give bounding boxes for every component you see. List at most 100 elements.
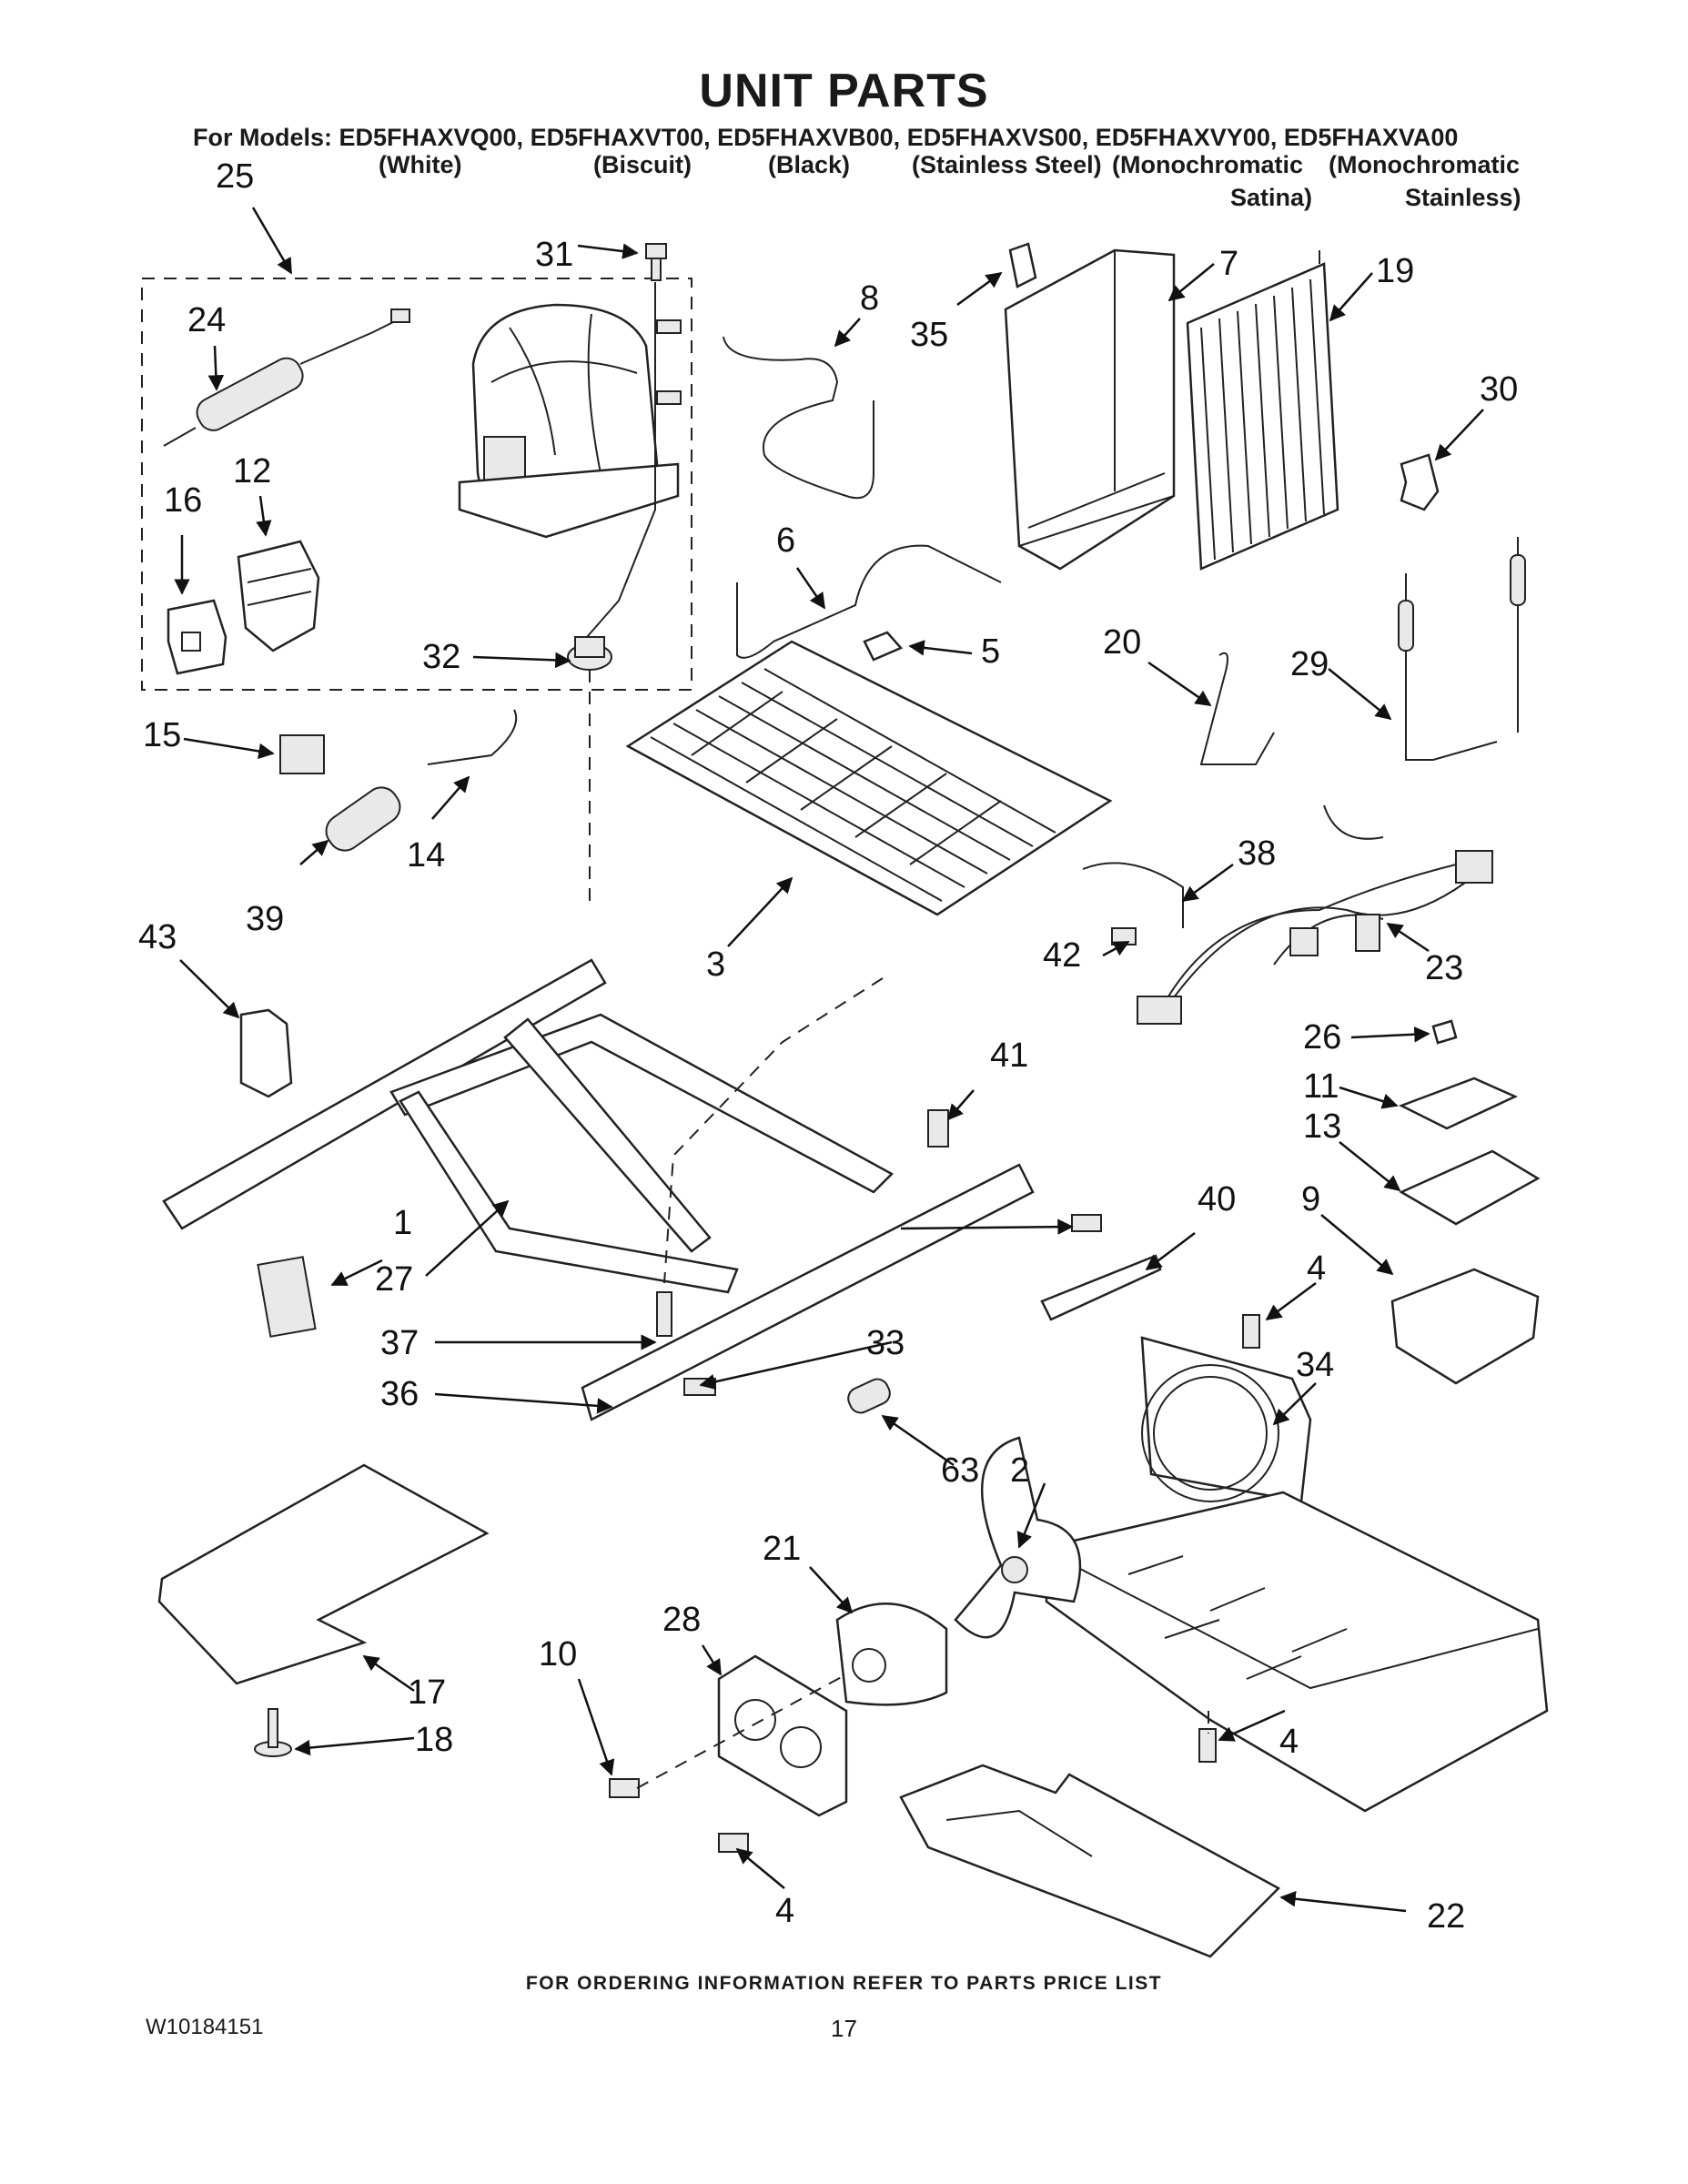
part-26	[1431, 1019, 1458, 1045]
callout-36: 36	[380, 1375, 419, 1413]
callout-39: 39	[246, 900, 284, 938]
page-title: UNIT PARTS	[699, 65, 989, 117]
callout-23: 23	[1425, 949, 1463, 987]
callout-6: 6	[776, 521, 795, 560]
clip-30	[1400, 453, 1440, 511]
callout-4-lower: 4	[775, 1892, 794, 1930]
callout-37: 37	[380, 1324, 419, 1362]
grommet	[567, 636, 612, 671]
variant-stainless: Stainless)	[1405, 184, 1521, 211]
callout-24: 24	[187, 301, 226, 339]
callout-22: 22	[1427, 1897, 1465, 1936]
callout-43: 43	[138, 918, 177, 956]
variant-monochromatic-1: (Monochromatic	[1112, 151, 1304, 178]
callout-4-upper: 4	[1307, 1249, 1326, 1288]
clip-35	[1008, 242, 1037, 288]
screw-4-lower	[718, 1833, 749, 1853]
motor-bracket	[717, 1654, 848, 1817]
callout-13: 13	[1303, 1107, 1341, 1146]
variant-monochromatic-2: (Monochromatic	[1329, 151, 1521, 178]
clip-5	[863, 631, 904, 662]
callout-33: 33	[866, 1324, 905, 1362]
compressor-group-box	[141, 278, 692, 691]
callout-29: 29	[1290, 645, 1329, 683]
callout-17: 17	[408, 1673, 446, 1712]
callout-4-right: 4	[1279, 1723, 1299, 1761]
variant-satina: Satina)	[1230, 184, 1313, 211]
variant-biscuit: (Biscuit)	[593, 151, 692, 178]
callout-18: 18	[415, 1721, 453, 1759]
callout-7: 7	[1219, 245, 1238, 283]
callout-31: 31	[535, 236, 573, 274]
screw-42	[1111, 927, 1137, 945]
callout-42: 42	[1043, 936, 1081, 975]
drain-pan	[899, 1764, 1281, 1958]
callout-11: 11	[1303, 1067, 1339, 1106]
ordering-note: FOR ORDERING INFORMATION REFER TO PARTS …	[525, 1973, 1163, 1994]
callout-35: 35	[910, 316, 948, 354]
bracket-43	[239, 1008, 293, 1098]
callout-5: 5	[981, 632, 1000, 671]
pad-1	[257, 1256, 317, 1338]
tube-6	[736, 544, 1002, 659]
filter-drier	[163, 308, 410, 447]
screw-36	[683, 1378, 716, 1396]
screw-10	[609, 1778, 640, 1798]
callout-38: 38	[1238, 834, 1276, 873]
screw-37	[656, 1291, 672, 1337]
callout-9: 9	[1301, 1180, 1320, 1218]
overload	[167, 599, 227, 675]
hanger-20	[1199, 652, 1275, 765]
callout-2: 2	[1010, 1451, 1029, 1490]
box-9	[1390, 1268, 1540, 1385]
callout-21: 21	[763, 1530, 801, 1568]
connector-63	[847, 1378, 891, 1414]
callout-16: 16	[164, 481, 202, 520]
control-cover-11	[1398, 1077, 1519, 1130]
condenser	[1186, 250, 1339, 571]
callout-19: 19	[1376, 252, 1414, 290]
callout-32: 32	[422, 638, 460, 676]
screw-4-right	[1198, 1728, 1217, 1763]
callout-15: 15	[143, 716, 181, 754]
callout-28: 28	[662, 1601, 701, 1639]
part-15	[279, 734, 325, 774]
tie-40	[1040, 1254, 1162, 1321]
callout-27: 27	[375, 1260, 413, 1299]
tube-39	[325, 786, 401, 852]
callout-3: 3	[706, 945, 725, 984]
screw-31	[645, 243, 667, 281]
callout-40: 40	[1198, 1180, 1236, 1218]
callout-12: 12	[233, 452, 271, 490]
callout-10: 10	[539, 1635, 577, 1673]
part-38	[1082, 862, 1184, 928]
base-frame	[162, 958, 895, 1294]
models-line: For Models: ED5FHAXVQ00, ED5FHAXVT00, ED…	[193, 124, 1459, 151]
screw-4-upper	[1242, 1314, 1260, 1349]
evaporator-cover	[1004, 248, 1176, 571]
callout-30: 30	[1480, 370, 1518, 409]
tube-29	[1398, 537, 1526, 761]
callout-26: 26	[1303, 1018, 1341, 1057]
start-relay	[237, 540, 320, 652]
wire-harness	[1137, 804, 1493, 1025]
insulation-board	[157, 1463, 490, 1685]
variant-stainless-steel: (Stainless Steel)	[912, 151, 1102, 178]
evaporator	[625, 640, 1113, 916]
callout-34: 34	[1296, 1346, 1334, 1384]
screw-33	[1071, 1214, 1102, 1232]
variant-white: (White)	[379, 151, 462, 178]
callout-63: 63	[941, 1451, 979, 1490]
control-board-13	[1399, 1149, 1541, 1226]
fan-motor	[835, 1603, 948, 1706]
callout-25: 25	[216, 157, 254, 196]
callout-41: 41	[990, 1036, 1028, 1075]
compressor	[458, 303, 682, 539]
tube-8	[723, 336, 874, 500]
screw-41	[927, 1109, 949, 1148]
callout-8: 8	[860, 279, 879, 318]
callout-20: 20	[1103, 623, 1141, 662]
fan-shroud-base	[1045, 1336, 1549, 1813]
part-14	[427, 709, 518, 765]
